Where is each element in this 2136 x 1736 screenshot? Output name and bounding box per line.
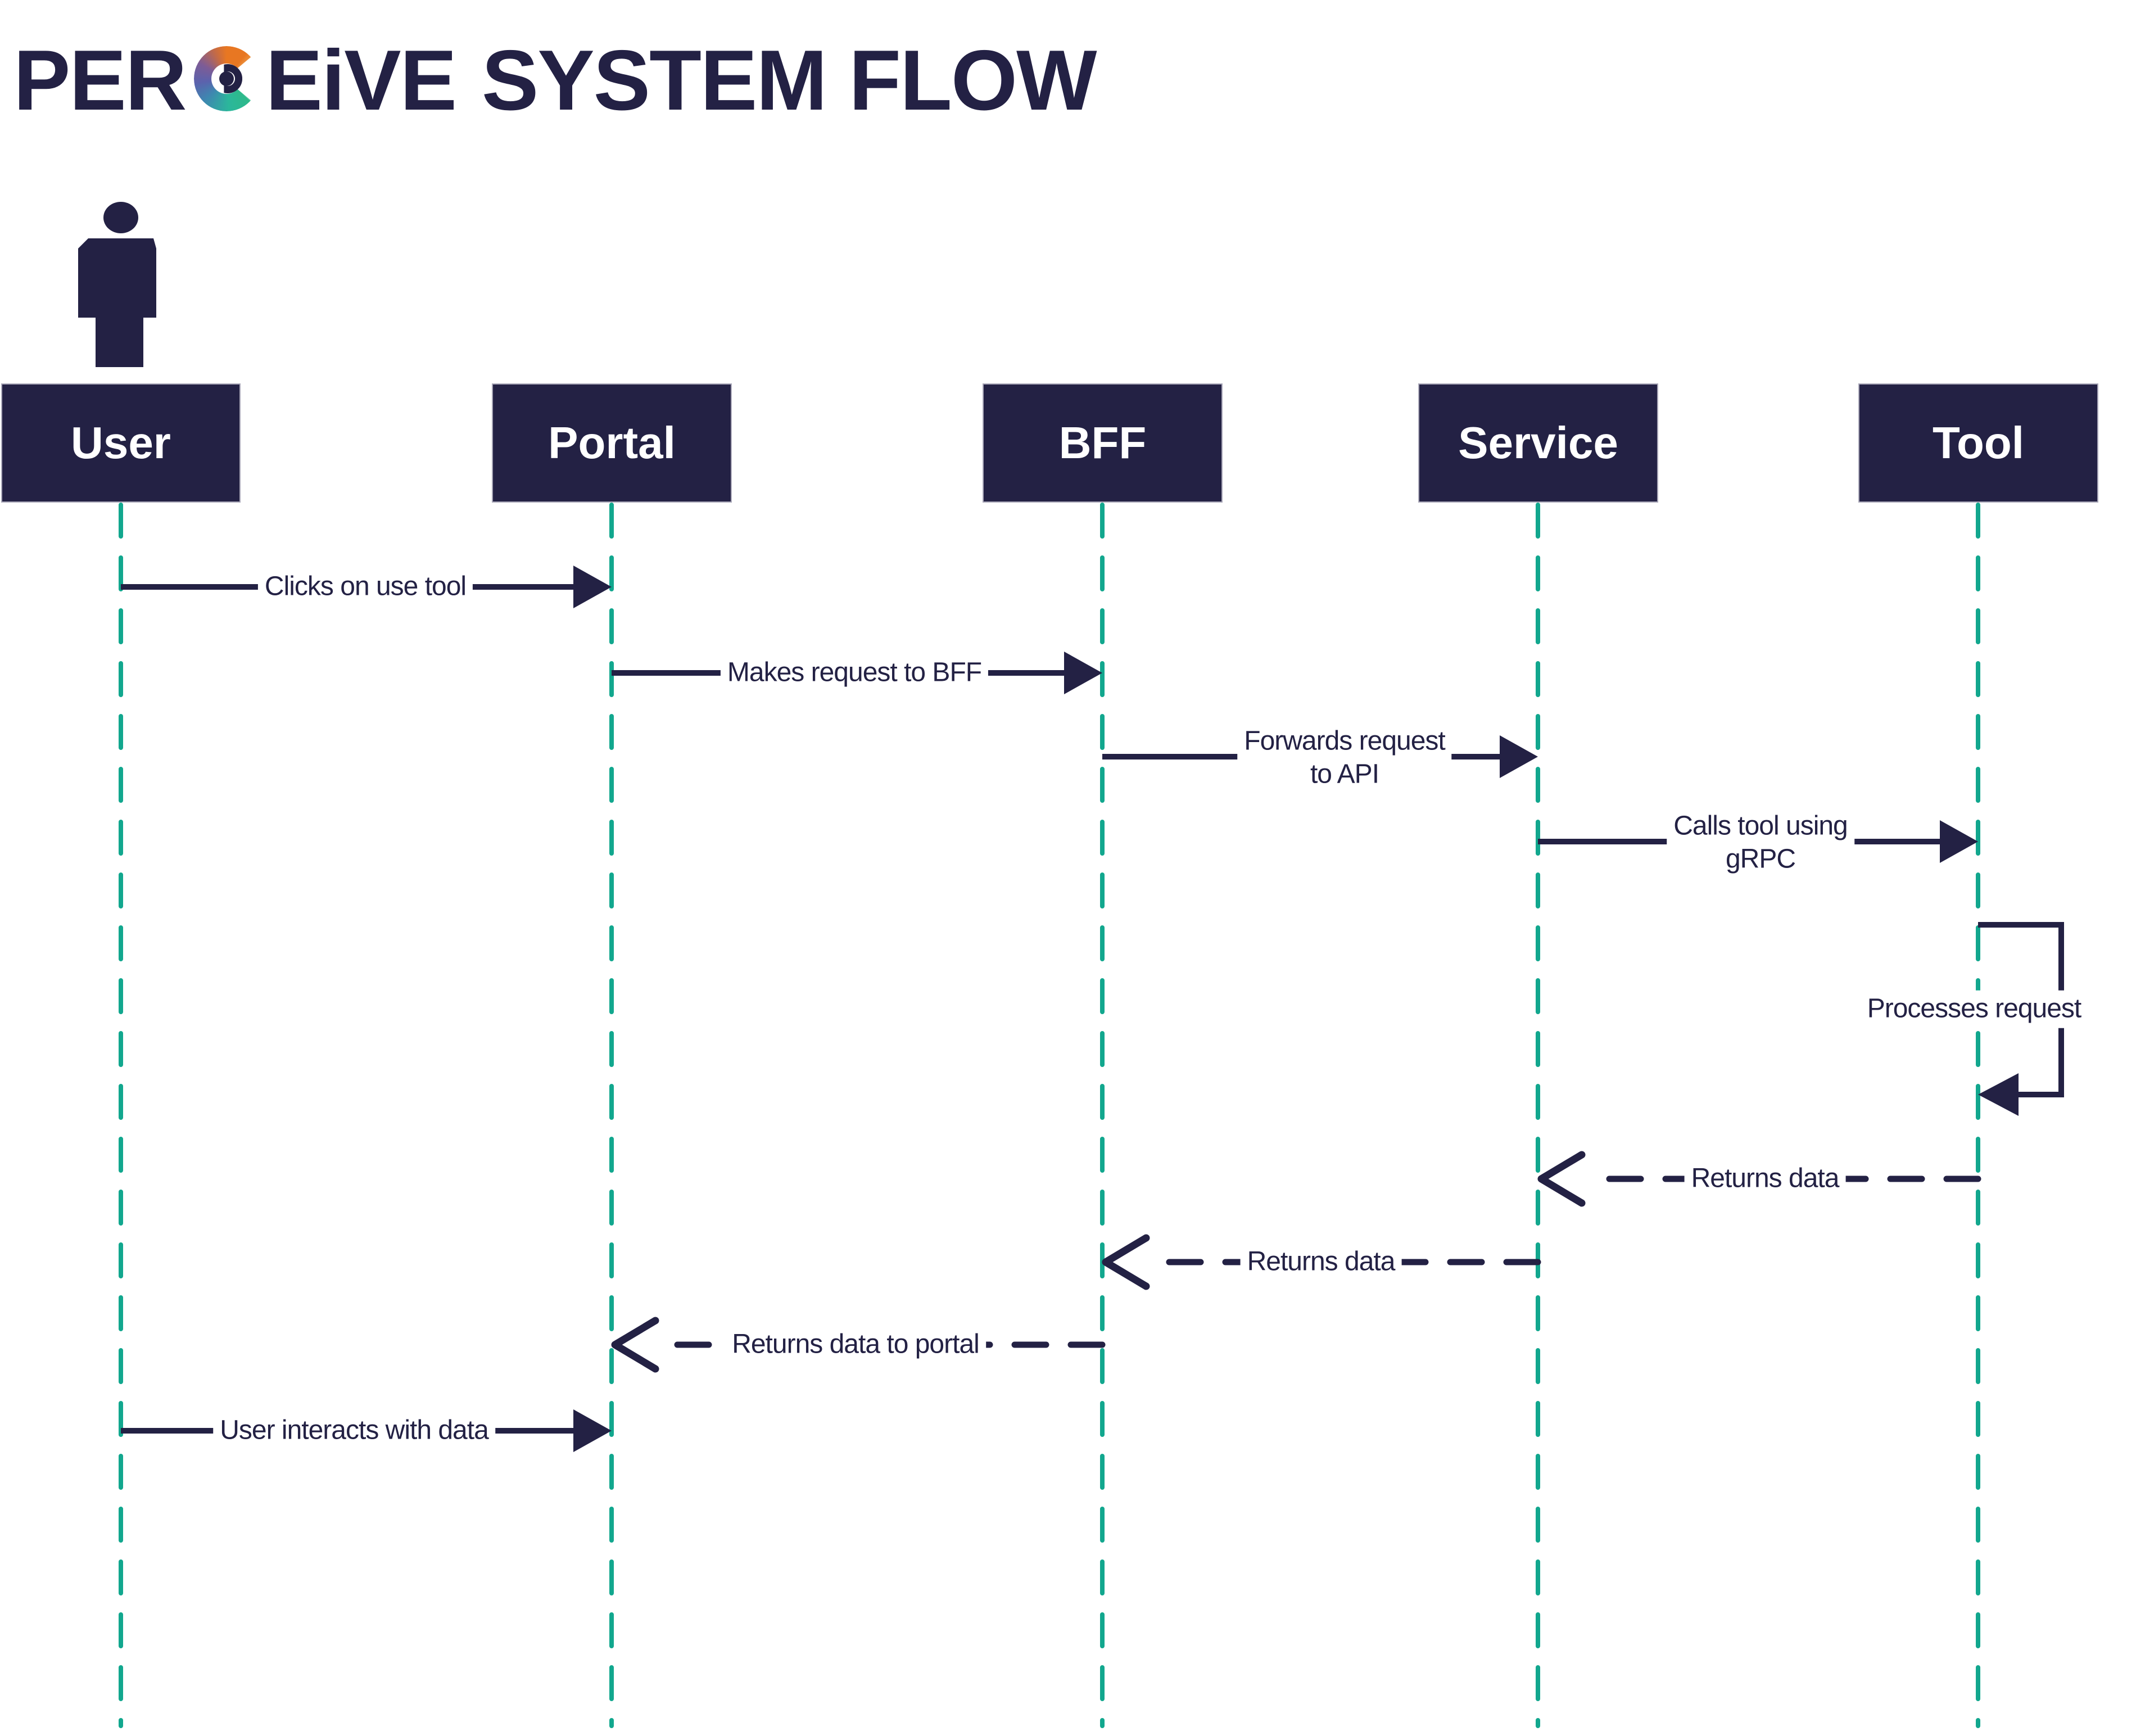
arrowhead-open [1102,1234,1150,1290]
actor-box-bff: BFF [983,383,1223,503]
message-label-3: Forwards request to API [1237,722,1452,793]
logo-dot [219,71,234,86]
arrowhead-filled [573,1409,612,1452]
actor-label-bff: BFF [1058,418,1147,468]
arrowhead-filled [1500,735,1538,778]
arrowhead-filled [1978,1073,2019,1116]
arrowhead-open [1537,1151,1586,1207]
message-label-4-line-1: Calls tool using [1673,811,1848,841]
actor-box-tool: Tool [1858,383,2098,503]
message-label-9: User interacts with data [213,1412,495,1450]
message-label-3-line-1: Forwards request [1244,726,1445,756]
message-label-8: Returns data to portal [725,1326,986,1364]
title-part-pre: PER [13,33,187,128]
perceive-logo-c-icon [191,46,263,112]
arrowhead-filled [1940,820,1978,863]
message-label-4-line-2: gRPC [1725,844,1796,874]
arrowhead-open [611,1317,659,1373]
actor-label-tool: Tool [1933,418,2024,468]
actor-label-portal: Portal [548,418,676,468]
message-label-1: Clicks on use tool [257,568,473,606]
arrowhead-filled [1064,652,1102,694]
message-label-6: Returns data [1684,1160,1846,1198]
title-word2: SYSTEM FLOW [481,33,1097,128]
message-label-3-line-2: to API [1310,759,1379,789]
page-title: PER EiVE SYSTEM FLOW [13,27,1097,134]
message-label-7: Returns data [1240,1243,1402,1281]
actor-box-service: Service [1418,383,1658,503]
actor-box-portal: Portal [492,383,732,503]
actor-label-service: Service [1458,418,1618,468]
actor-box-user: User [1,383,241,503]
message-label-2: Makes request to BFF [720,654,989,692]
arrowhead-filled [573,566,612,608]
message-label-5: Processes request [1860,990,2088,1028]
person-icon [78,202,156,367]
actor-label-user: User [71,418,171,468]
title-part-post: EiVE [265,33,457,128]
message-label-4: Calls tool using gRPC [1667,807,1854,878]
